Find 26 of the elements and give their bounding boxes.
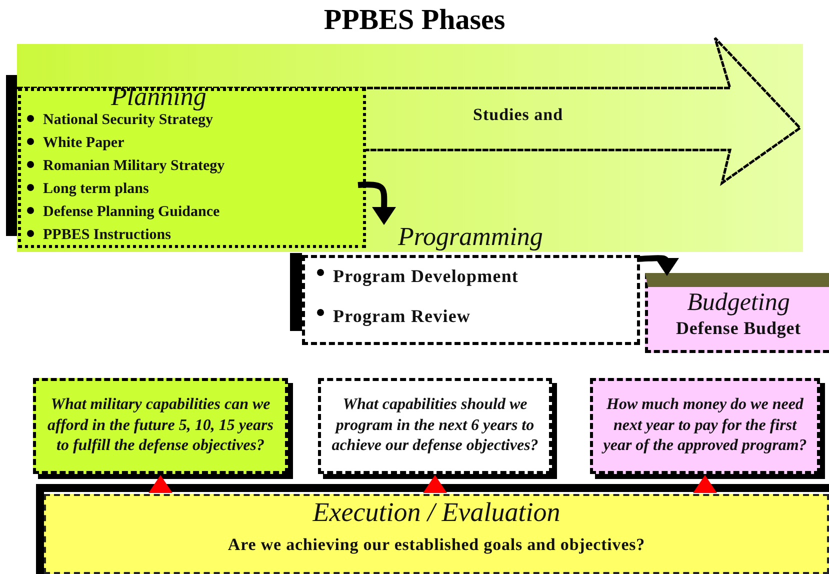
list-item: Program Development (333, 266, 519, 287)
execution-box (44, 494, 829, 574)
phase-heading: Planning (111, 82, 206, 112)
description-text: Are we achieving our established goals and objectives? (226, 534, 646, 556)
arrow (358, 182, 396, 225)
question-text: How much money do we need next year to pay for the first year of the approved program? (600, 394, 808, 456)
phase-heading: Budgeting (686, 289, 791, 316)
arrow-label: Studies and (473, 105, 564, 125)
list-item: White Paper (43, 135, 124, 152)
budgeting-box (645, 273, 829, 353)
question-text: What capabilities should we program in the next 6 years to achieve our defense objectives? (330, 394, 540, 456)
list-item: Program Review (333, 306, 471, 327)
phase-heading: Execution / Evaluation (312, 498, 562, 528)
planning-box (18, 88, 366, 248)
list-item: Long term plans (43, 181, 149, 198)
title: PPBES Phases (324, 4, 506, 36)
arrow (423, 475, 447, 493)
arrow (693, 475, 717, 493)
description-text: Defense Budget (674, 316, 802, 340)
phase-heading: Programming (398, 222, 543, 252)
question-text: What military capabilities can we afford in the future 5, 10, 15 years to fulfill the defense objectives? (46, 394, 274, 456)
arrow (148, 475, 172, 493)
list-item: National Security Strategy (43, 112, 213, 129)
list-item: Defense Planning Guidance (43, 204, 220, 221)
list-item: PPBES Instructions (43, 227, 171, 244)
list-item: Romanian Military Strategy (43, 158, 225, 175)
